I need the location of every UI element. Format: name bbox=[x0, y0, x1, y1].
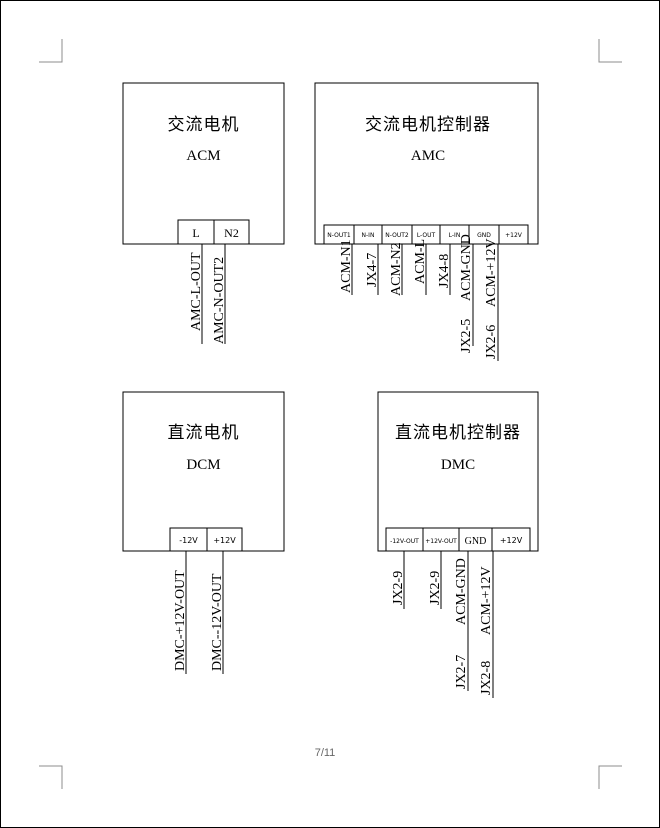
dcm-pin-plus12v: +12V bbox=[213, 536, 236, 545]
acm-block: 交流电机 ACM L N2 AMC-L-OUT AMC-N-OUT2 bbox=[122, 82, 285, 344]
acm-title-en: ACM bbox=[186, 148, 220, 164]
dmc-wire-label-2: JX2-9 bbox=[428, 571, 443, 605]
amc-wire-label-9: JX2-6 bbox=[484, 325, 499, 359]
amc-pin-box-7 bbox=[498, 224, 529, 245]
dmc-pin-box-4 bbox=[491, 527, 531, 552]
amc-wire-label-7: ACM-+12V bbox=[484, 238, 499, 307]
acm-wire-label-2: AMC-N-OUT2 bbox=[212, 257, 227, 344]
amc-wire-label-2: JX4-7 bbox=[365, 253, 380, 287]
dmc-pin-12v: +12V bbox=[500, 536, 523, 545]
amc-title-cn: 交流电机控制器 bbox=[365, 115, 491, 135]
amc-pin-n-out1: N-OUT1 bbox=[327, 232, 351, 239]
acm-pin-l: L bbox=[192, 226, 199, 240]
dcm-block: 直流电机 DCM -12V +12V DMC-+12V-OUT DMC--12V… bbox=[122, 391, 285, 674]
amc-pin-12v: +12V bbox=[505, 232, 523, 239]
amc-pin-n-out2: N-OUT2 bbox=[385, 232, 409, 239]
dcm-pin-box-2 bbox=[206, 527, 243, 552]
amc-title-en: AMC bbox=[411, 148, 445, 164]
amc-pin-l-in: L-IN bbox=[449, 232, 461, 239]
dmc-wire-label-4: ACM-+12V bbox=[479, 566, 494, 635]
amc-pin-n-in: N-IN bbox=[362, 232, 375, 239]
amc-wire-label-1: ACM-N1 bbox=[339, 239, 354, 293]
dmc-pin-gnd: GND bbox=[465, 536, 487, 547]
amc-wire-label-3: ACM-N2 bbox=[389, 242, 404, 296]
dcm-wire-label-2: DMC--12V-OUT bbox=[210, 573, 225, 671]
dmc-title-en: DMC bbox=[441, 457, 475, 473]
page-number: 7/11 bbox=[315, 747, 336, 759]
dmc-wire-label-5: JX2-7 bbox=[454, 655, 469, 689]
dmc-title-cn: 直流电机控制器 bbox=[395, 423, 521, 443]
acm-title-cn: 交流电机 bbox=[168, 115, 240, 135]
dcm-pin-minus12v: -12V bbox=[179, 536, 198, 545]
dcm-wire-label-1: DMC-+12V-OUT bbox=[173, 570, 188, 671]
acm-pin-box-n2 bbox=[213, 219, 250, 245]
acm-wire-label-1: AMC-L-OUT bbox=[189, 252, 204, 331]
dcm-title-en: DCM bbox=[186, 457, 220, 473]
amc-pin-gnd: GND bbox=[477, 232, 491, 239]
dmc-wire-label-3: ACM-GND bbox=[454, 558, 469, 625]
crop-marks bbox=[39, 39, 622, 789]
amc-wire-label-5: JX4-8 bbox=[437, 254, 452, 288]
dcm-title-cn: 直流电机 bbox=[168, 423, 240, 443]
amc-wire-label-6: ACM-GND bbox=[459, 234, 474, 301]
dmc-pin-minus12v-out: -12V-OUT bbox=[390, 538, 419, 545]
dmc-block: 直流电机控制器 DMC -12V-OUT +12V-OUT GND +12V J… bbox=[377, 391, 539, 698]
amc-wire-label-4: ACM-L bbox=[413, 239, 428, 284]
dmc-wire-label-1: JX2-9 bbox=[391, 571, 406, 605]
dmc-pin-plus12v-out: +12V-OUT bbox=[425, 538, 457, 545]
amc-pin-l-out: L-OUT bbox=[417, 232, 436, 239]
acm-pin-n2: N2 bbox=[224, 226, 239, 240]
dmc-wire-label-6: JX2-8 bbox=[479, 661, 494, 695]
amc-wire-label-8: JX2-5 bbox=[459, 319, 474, 353]
amc-block: 交流电机控制器 AMC N-OUT1 N-IN N-OUT2 L-OUT L-I… bbox=[314, 82, 539, 361]
